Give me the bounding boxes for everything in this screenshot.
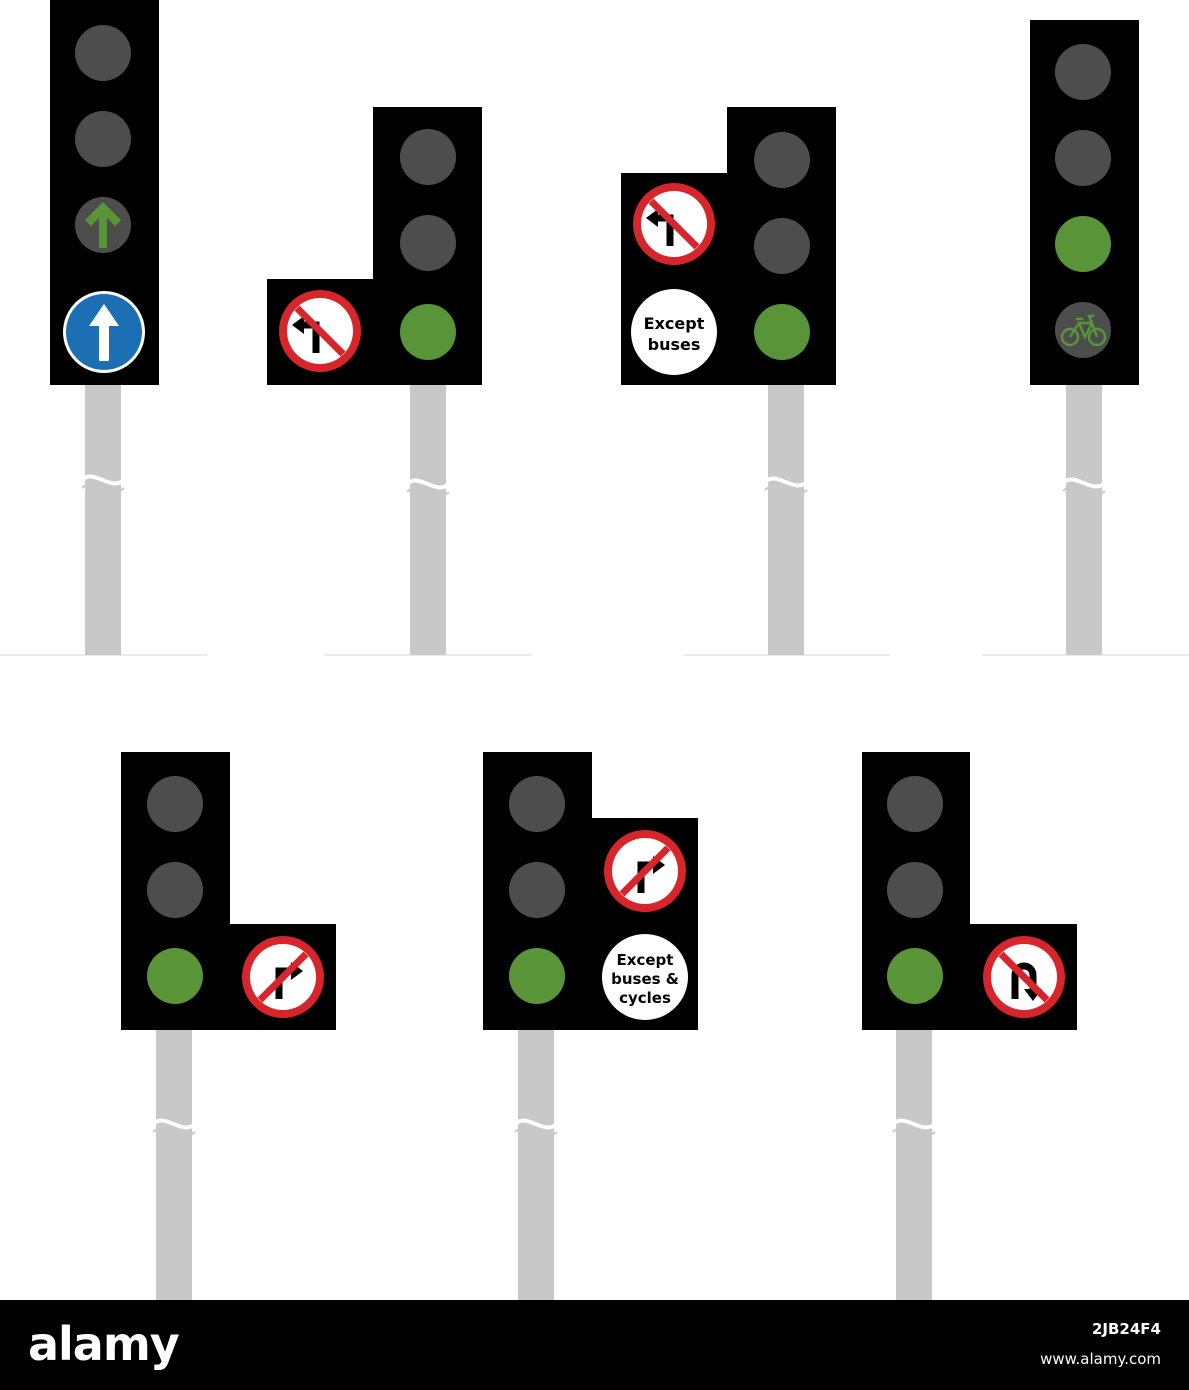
- lamp-off: [754, 132, 810, 188]
- plate-line: buses: [648, 335, 701, 354]
- pole-break: [405, 478, 451, 490]
- lamp-off: [1055, 130, 1111, 186]
- lamp-off: [1055, 44, 1111, 100]
- no-left-turn-icon: [279, 290, 361, 372]
- lamp-green: [509, 948, 565, 1004]
- pole-break: [763, 476, 809, 488]
- pole: [518, 1030, 554, 1300]
- lamp-off: [75, 111, 131, 167]
- pole: [410, 385, 446, 655]
- pole-break: [1061, 477, 1107, 489]
- signal-no-right-turn: [121, 752, 336, 1300]
- signal-ahead-only: [50, 0, 159, 655]
- signal-no-u-turn: [862, 752, 1077, 1300]
- watermark-footer: alamy 2JB24F4 www.alamy.com: [0, 1300, 1189, 1390]
- site-url-label: www.alamy.com: [1040, 1350, 1161, 1368]
- signal-no-left-turn: [267, 107, 482, 655]
- image-id-label: 2JB24F4: [1091, 1320, 1161, 1338]
- lamp-off: [147, 776, 203, 832]
- bicycle-icon: [1060, 314, 1107, 347]
- pole: [156, 1030, 192, 1300]
- green-arrow-icon: [85, 202, 121, 248]
- signal-no-right-turn-except-buses-cycles: Except buses & cycles: [483, 752, 698, 1300]
- pole-break: [513, 1118, 559, 1130]
- signal-no-left-turn-except-buses: Except buses: [621, 107, 836, 655]
- plate-line: cycles: [619, 989, 671, 1007]
- no-right-turn-icon: [604, 830, 686, 912]
- pole: [85, 385, 121, 655]
- lamp-off: [754, 218, 810, 274]
- lamp-green: [754, 304, 810, 360]
- except-buses-cycles-plate: Except buses & cycles: [602, 934, 688, 1020]
- no-u-turn-icon: [983, 936, 1065, 1018]
- lamp-off: [509, 862, 565, 918]
- except-buses-plate: Except buses: [631, 289, 717, 375]
- pole-break: [151, 1118, 197, 1130]
- alamy-logo: alamy: [28, 1317, 180, 1371]
- plate-line: Except: [617, 951, 674, 969]
- traffic-signals-illustration: Except buses: [0, 0, 1189, 1300]
- signal-cycle: [1030, 20, 1139, 655]
- lamp-green: [147, 948, 203, 1004]
- no-right-turn-icon: [242, 936, 324, 1018]
- lamp-off: [400, 129, 456, 185]
- lamp-green: [1055, 216, 1111, 272]
- pole: [1066, 385, 1102, 655]
- lamp-off: [400, 215, 456, 271]
- pole: [768, 385, 804, 655]
- ahead-only-sign-icon: [63, 291, 145, 373]
- pole-break: [80, 474, 126, 486]
- lamp-off: [887, 862, 943, 918]
- lamp-green: [400, 304, 456, 360]
- pole-break: [891, 1118, 937, 1130]
- lamp-off: [147, 862, 203, 918]
- plate-line: Except: [644, 314, 705, 333]
- lamp-green: [887, 948, 943, 1004]
- lamp-off: [887, 776, 943, 832]
- pole: [896, 1030, 932, 1300]
- lamp-off: [509, 776, 565, 832]
- lamp-off: [75, 25, 131, 81]
- plate-line: buses &: [611, 970, 679, 988]
- no-left-turn-icon: [633, 183, 715, 265]
